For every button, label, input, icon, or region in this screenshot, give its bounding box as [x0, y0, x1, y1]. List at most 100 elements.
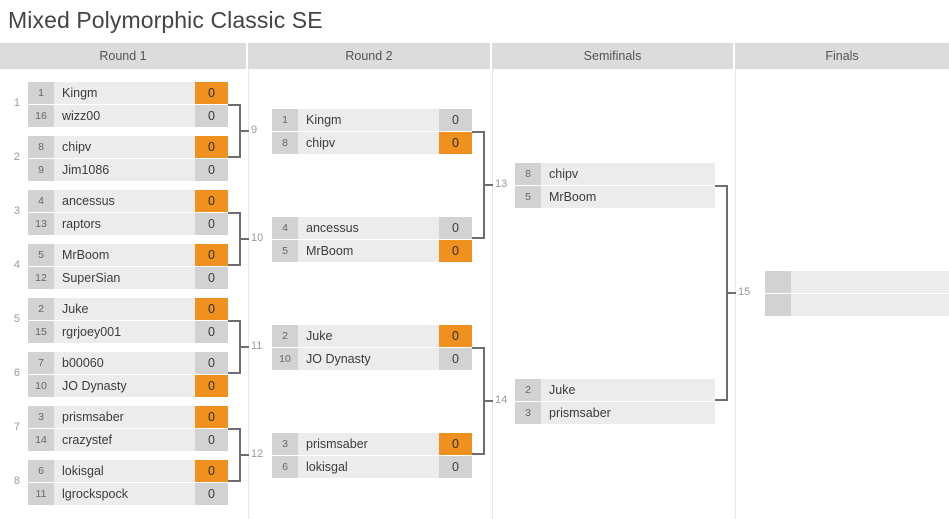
- score-cell: 0: [195, 136, 228, 158]
- match-row[interactable]: 8 chipv 0: [272, 132, 472, 154]
- match-8[interactable]: 6 lokisgal 0 11 lgrockspock 0: [28, 460, 228, 505]
- seed: [765, 294, 791, 316]
- match-row[interactable]: 14 crazystef 0: [28, 429, 228, 451]
- seed: 8: [272, 132, 298, 154]
- connector-tick-12: [241, 454, 249, 456]
- connector-label-9: 9: [251, 124, 258, 136]
- match-14[interactable]: 2 Juke 3 prismsaber: [515, 379, 715, 424]
- seed: 5: [272, 240, 298, 262]
- match-row[interactable]: [765, 271, 949, 293]
- score-cell: 0: [195, 159, 228, 181]
- match-4[interactable]: 5 MrBoom 0 12 SuperSian 0: [28, 244, 228, 289]
- match-row[interactable]: 2 Juke: [515, 379, 715, 401]
- match-row[interactable]: 16 wizz00 0: [28, 105, 228, 127]
- match-9[interactable]: 1 Kingm 0 8 chipv 0: [272, 109, 472, 154]
- seed: 11: [28, 483, 54, 505]
- column-divider-2: [492, 69, 493, 519]
- seed: 6: [272, 456, 298, 478]
- seed: [765, 271, 791, 293]
- match-row[interactable]: 7 b00060 0: [28, 352, 228, 374]
- match-index-8: 8: [13, 475, 20, 487]
- match-row[interactable]: 15 rgrjoey001 0: [28, 321, 228, 343]
- match-row[interactable]: 10 JO Dynasty 0: [272, 348, 472, 370]
- seed: 9: [28, 159, 54, 181]
- match-6[interactable]: 7 b00060 0 10 JO Dynasty 0: [28, 352, 228, 397]
- score-cell: 0: [439, 240, 472, 262]
- match-1[interactable]: 1 Kingm 0 16 wizz00 0: [28, 82, 228, 127]
- seed: 13: [28, 213, 54, 235]
- match-row[interactable]: 8 chipv: [515, 163, 715, 185]
- match-12[interactable]: 3 prismsaber 0 6 lokisgal 0: [272, 433, 472, 478]
- player-name: Juke: [298, 325, 439, 347]
- round-header-round-1: Round 1: [0, 43, 248, 69]
- match-row[interactable]: 5 MrBoom: [515, 186, 715, 208]
- match-index-4: 4: [13, 259, 20, 271]
- score-cell: 0: [439, 348, 472, 370]
- match-5[interactable]: 2 Juke 0 15 rgrjoey001 0: [28, 298, 228, 343]
- match-row[interactable]: 9 Jim1086 0: [28, 159, 228, 181]
- score-cell: 0: [195, 483, 228, 505]
- seed: 8: [28, 136, 54, 158]
- match-row[interactable]: 5 MrBoom 0: [272, 240, 472, 262]
- connector-label-10: 10: [251, 232, 264, 244]
- match-row[interactable]: 11 lgrockspock 0: [28, 483, 228, 505]
- match-row[interactable]: 1 Kingm 0: [272, 109, 472, 131]
- match-index-5: 5: [13, 313, 20, 325]
- match-row[interactable]: 4 ancessus 0: [28, 190, 228, 212]
- match-row[interactable]: 1 Kingm 0: [28, 82, 228, 104]
- connector-label-14: 14: [495, 394, 508, 406]
- match-row[interactable]: 2 Juke 0: [272, 325, 472, 347]
- seed: 3: [272, 433, 298, 455]
- seed: 2: [28, 298, 54, 320]
- match-row[interactable]: 3 prismsaber: [515, 402, 715, 424]
- match-7[interactable]: 3 prismsaber 0 14 crazystef 0: [28, 406, 228, 451]
- match-row[interactable]: 3 prismsaber 0: [28, 406, 228, 428]
- match-row[interactable]: 3 prismsaber 0: [272, 433, 472, 455]
- score-cell: 0: [439, 456, 472, 478]
- match-10[interactable]: 4 ancessus 0 5 MrBoom 0: [272, 217, 472, 262]
- score-cell: 0: [195, 321, 228, 343]
- match-row[interactable]: 8 chipv 0: [28, 136, 228, 158]
- player-name: rgrjoey001: [54, 321, 195, 343]
- seed: 7: [28, 352, 54, 374]
- score-cell: 0: [195, 244, 228, 266]
- connector-label-11: 11: [251, 340, 263, 352]
- seed: 3: [28, 406, 54, 428]
- match-row[interactable]: 5 MrBoom 0: [28, 244, 228, 266]
- match-row[interactable]: 2 Juke 0: [28, 298, 228, 320]
- match-row[interactable]: 10 JO Dynasty 0: [28, 375, 228, 397]
- match-2[interactable]: 8 chipv 0 9 Jim1086 0: [28, 136, 228, 181]
- match-row[interactable]: 6 lokisgal 0: [272, 456, 472, 478]
- score-cell: 0: [195, 213, 228, 235]
- player-name: chipv: [298, 132, 439, 154]
- round-header-bar: Round 1 Round 2 Semifinals Finals: [0, 43, 949, 69]
- match-row[interactable]: [765, 294, 949, 316]
- match-row[interactable]: 13 raptors 0: [28, 213, 228, 235]
- score-cell: 0: [195, 375, 228, 397]
- match-row[interactable]: 4 ancessus 0: [272, 217, 472, 239]
- score-cell: 0: [195, 105, 228, 127]
- match-11[interactable]: 2 Juke 0 10 JO Dynasty 0: [272, 325, 472, 370]
- player-name: b00060: [54, 352, 195, 374]
- connector-to-match-10: [228, 212, 241, 266]
- connector-tick-10: [241, 238, 249, 240]
- match-3[interactable]: 4 ancessus 0 13 raptors 0: [28, 190, 228, 235]
- player-name: JO Dynasty: [54, 375, 195, 397]
- connector-to-match-12: [228, 428, 241, 482]
- seed: 2: [515, 379, 541, 401]
- match-15[interactable]: [765, 271, 949, 316]
- player-name: raptors: [54, 213, 195, 235]
- score-cell: 0: [195, 460, 228, 482]
- player-name: ancessus: [298, 217, 439, 239]
- score-cell: 0: [439, 217, 472, 239]
- match-row[interactable]: 6 lokisgal 0: [28, 460, 228, 482]
- seed: 3: [515, 402, 541, 424]
- score-cell: 0: [195, 190, 228, 212]
- player-name: Juke: [54, 298, 195, 320]
- match-row[interactable]: 12 SuperSian 0: [28, 267, 228, 289]
- player-name: MrBoom: [54, 244, 195, 266]
- player-name: Juke: [541, 379, 715, 401]
- connector-to-match-13: [472, 131, 485, 239]
- match-13[interactable]: 8 chipv 5 MrBoom: [515, 163, 715, 208]
- player-name: ancessus: [54, 190, 195, 212]
